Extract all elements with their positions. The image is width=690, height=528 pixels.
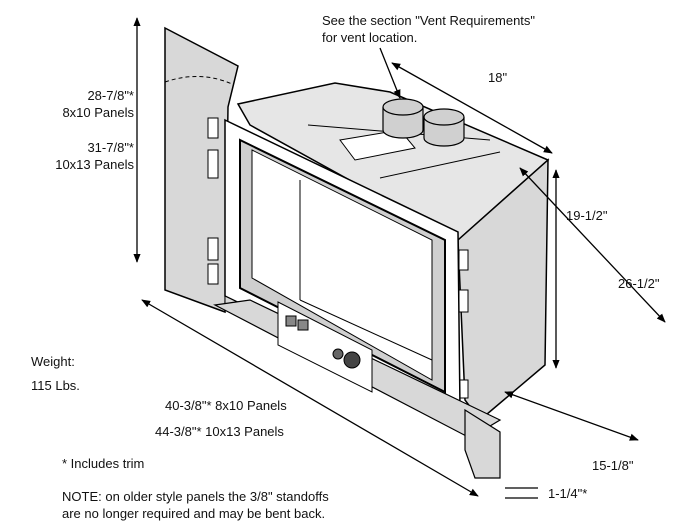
trim-note: * Includes trim	[62, 456, 145, 471]
height-10x13-label: 31-7/8"*	[87, 140, 134, 155]
firebox-height-label: 19-1/2"	[566, 208, 608, 223]
note-line2: are no longer required and may be bent b…	[62, 506, 326, 521]
depth-top-label: 18"	[488, 70, 508, 85]
standoff-label: 1-1/4"*	[548, 486, 588, 501]
left-panel-brackets	[207, 117, 219, 285]
vent-callout-line1: See the section "Vent Requirements"	[322, 13, 536, 28]
width-8x10-label: 40-3/8"* 8x10 Panels	[165, 398, 287, 413]
panels-8x10-label: 8x10 Panels	[62, 105, 134, 120]
bottom-depth-label: 15-1/8"	[592, 458, 634, 473]
weight-label: Weight:	[31, 354, 75, 369]
height-8x10-label: 28-7/8"*	[87, 88, 134, 103]
dimension-lines	[133, 17, 666, 499]
overall-depth-label: 26-1/2"	[618, 276, 660, 291]
note-line1: NOTE: on older style panels the 3/8" sta…	[62, 489, 329, 504]
weight-value: 115 Lbs.	[31, 378, 80, 393]
width-10x13-label: 44-3/8"* 10x13 Panels	[155, 424, 284, 439]
panels-10x13-label: 10x13 Panels	[55, 157, 134, 172]
vent-callout-line2: for vent location.	[322, 30, 418, 45]
